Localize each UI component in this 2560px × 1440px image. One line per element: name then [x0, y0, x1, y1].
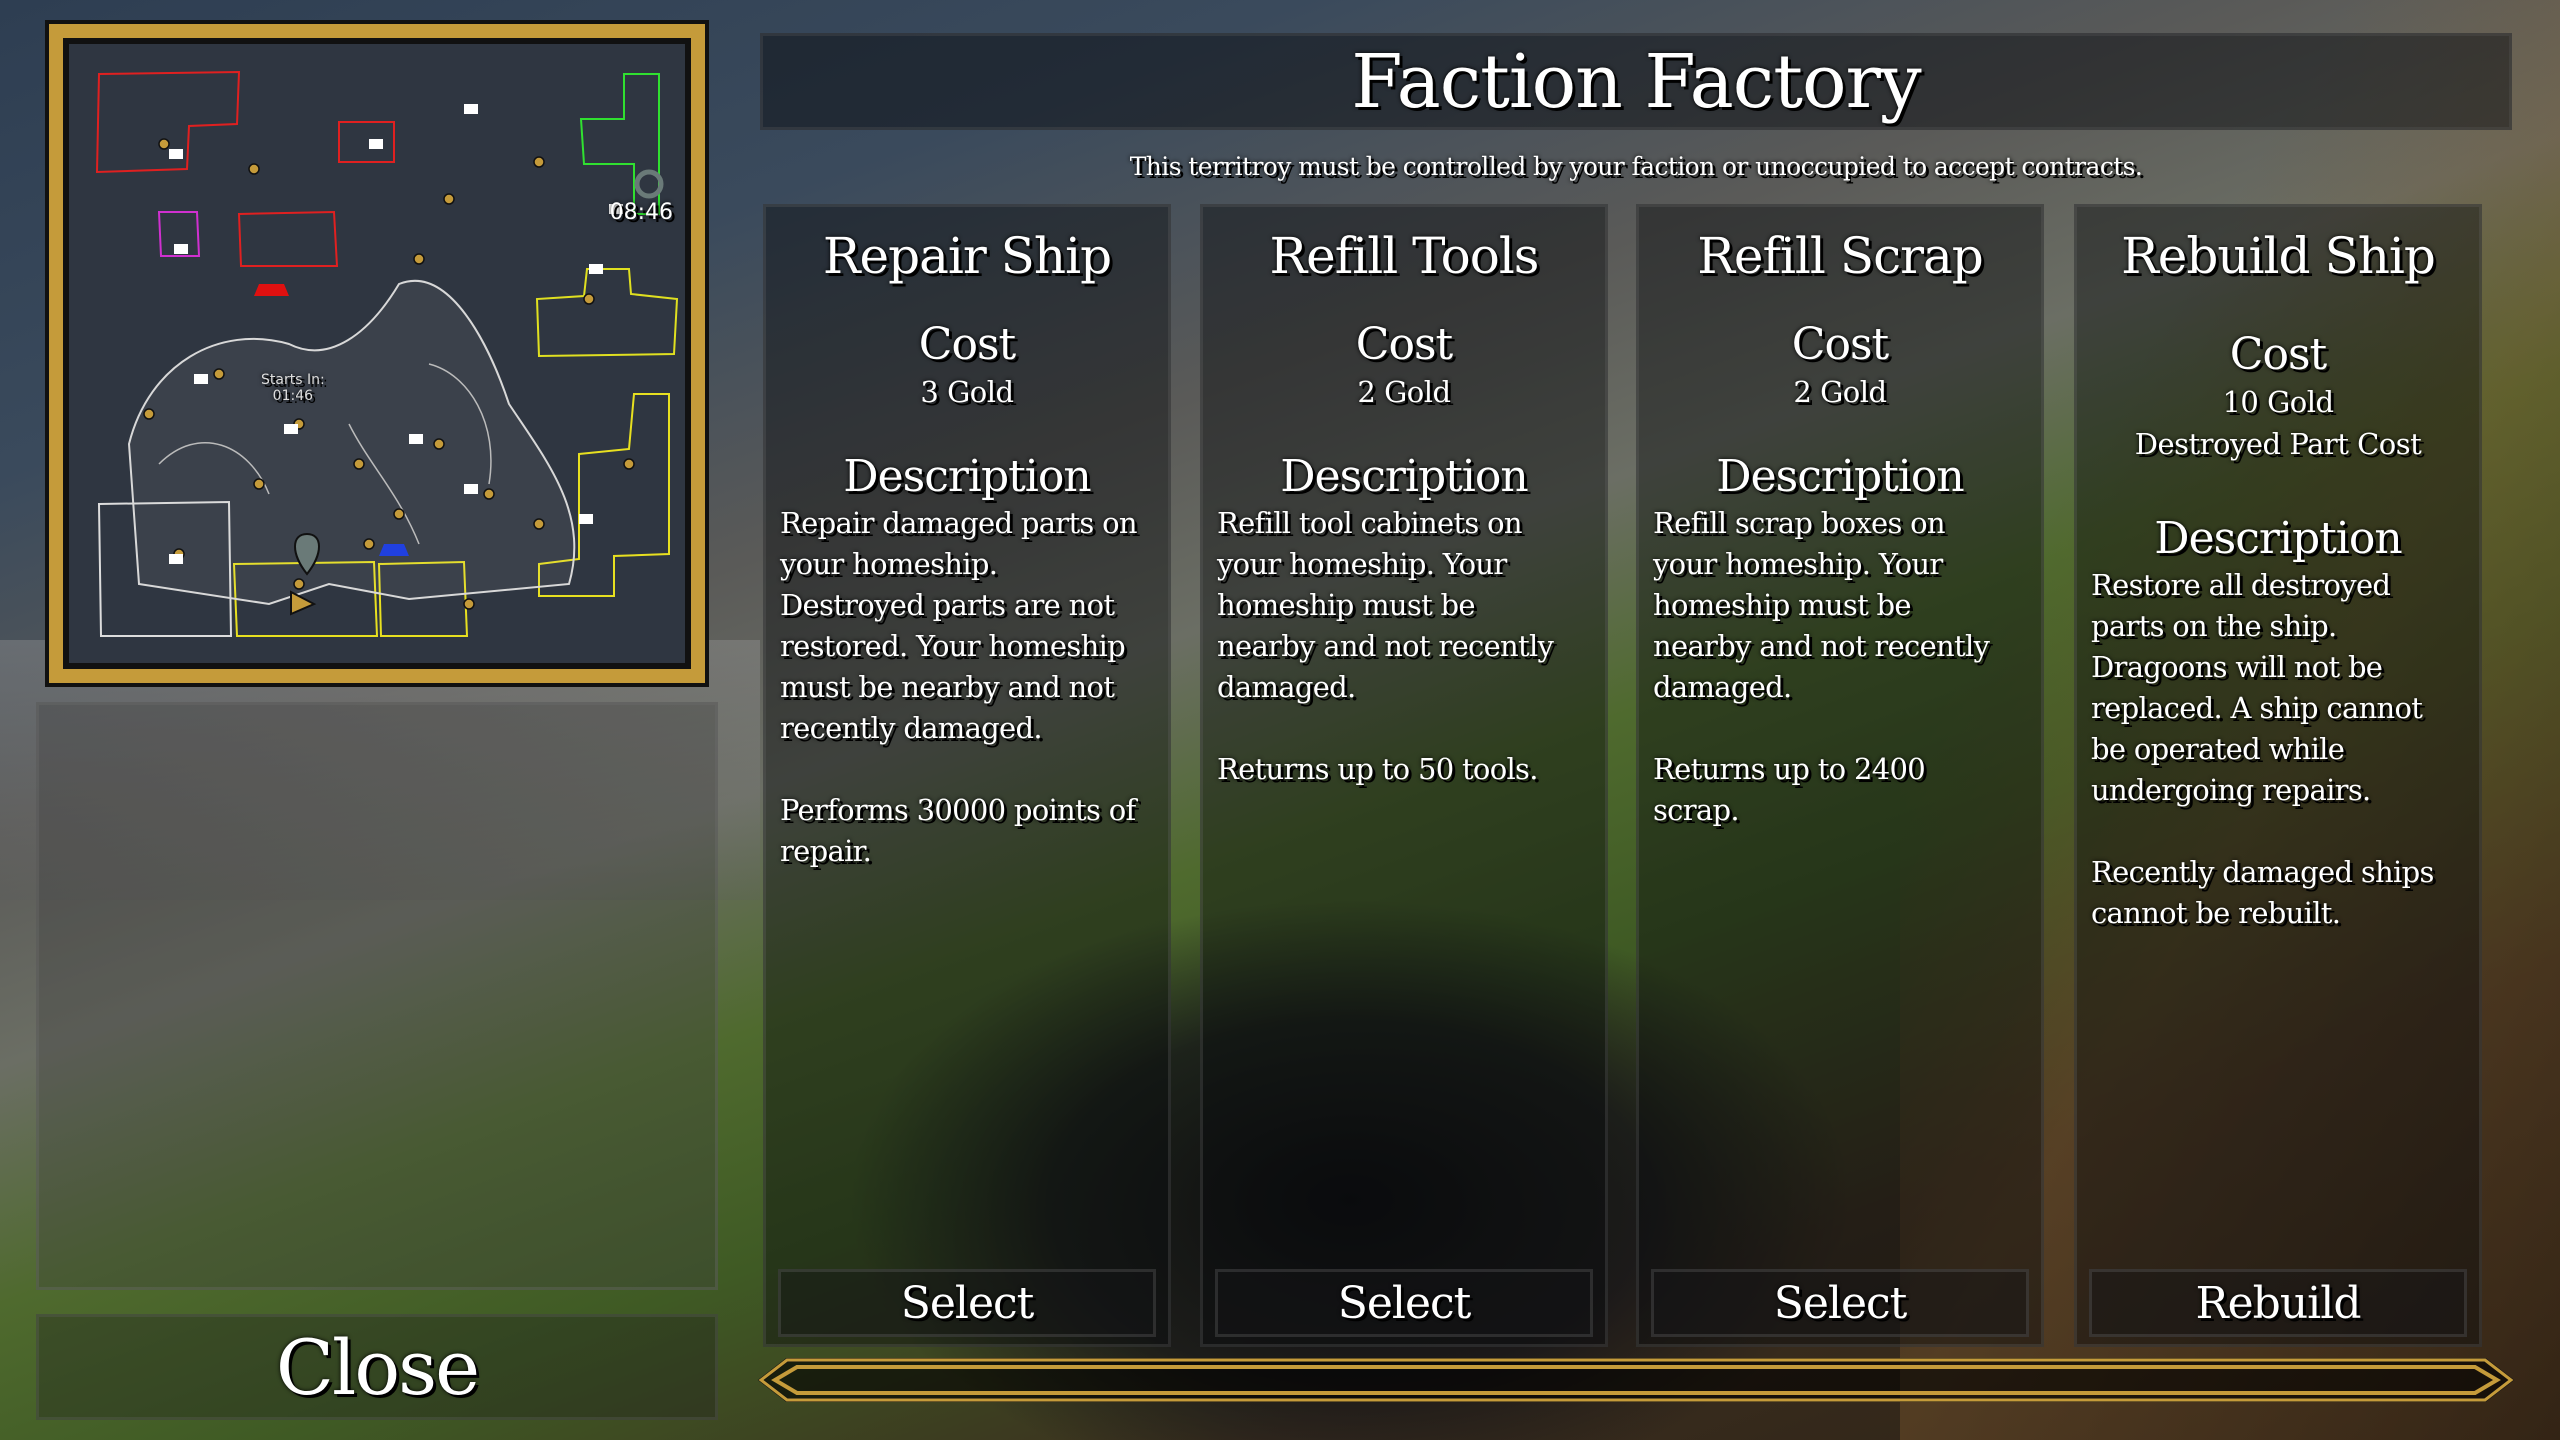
text-line: must be nearby and not — [780, 670, 1115, 704]
description-paragraph: Refill scrap boxes on your homeship. You… — [1653, 503, 2041, 708]
description-label: Description — [843, 451, 1091, 502]
text-line: nearby and not recently — [1217, 629, 1554, 663]
left-info-panel — [36, 702, 718, 1290]
cost-label: Cost — [2229, 329, 2327, 380]
text-line: damaged. — [1653, 670, 1792, 704]
description-label: Description — [2154, 513, 2402, 564]
contract-description: Description Repair damaged parts on your… — [766, 451, 1168, 913]
cost-label: Cost — [1791, 319, 1889, 370]
decorative-gold-bar — [757, 1358, 2515, 1402]
contract-card-refill-scrap: Refill Scrap Cost 2 Gold Description Ref… — [1636, 204, 2044, 1347]
event-timer: 01:46 — [272, 388, 314, 404]
description-paragraph: Performs 30000 points of repair. — [780, 790, 1168, 872]
cost-value: 3 Gold — [920, 375, 1014, 409]
contract-title: Rebuild Ship — [2121, 227, 2436, 285]
contract-cost: Cost 10 Gold Destroyed Part Cost — [2077, 329, 2479, 465]
contract-card-rebuild-ship: Rebuild Ship Cost 10 Gold Destroyed Part… — [2074, 204, 2482, 1347]
text-line: homeship must be — [1653, 588, 1912, 622]
cost-value: 10 Gold — [2222, 385, 2334, 419]
text-line: undergoing repairs. — [2091, 773, 2371, 807]
minimap-clock: 08:46 — [609, 200, 673, 225]
text-line: Refill scrap boxes on — [1653, 506, 1946, 540]
cost-value-extra: Destroyed Part Cost — [2134, 427, 2422, 461]
contract-cost: Cost 3 Gold — [766, 319, 1168, 413]
description-paragraph: Restore all destroyed parts on the ship.… — [2091, 565, 2479, 811]
contract-title: Refill Scrap — [1697, 227, 1984, 285]
text-line: Destroyed parts are not — [780, 588, 1115, 622]
text-line: Refill tool cabinets on — [1217, 506, 1523, 540]
text-line: Returns up to 2400 — [1653, 752, 1926, 786]
contract-title: Refill Tools — [1269, 227, 1540, 285]
minimap-event-countdown: Starts In: 01:46 — [261, 372, 325, 404]
text-line: Recently damaged ships — [2091, 855, 2434, 889]
cost-value: 2 Gold — [1793, 375, 1887, 409]
text-line: be operated while — [2091, 732, 2345, 766]
select-refill-scrap-button[interactable]: Select — [1651, 1269, 2029, 1337]
text-line: repair. — [780, 834, 872, 868]
territory-notice: This territroy must be controlled by you… — [1129, 152, 2143, 181]
background-cloud — [0, 640, 760, 900]
contract-cost: Cost 2 Gold — [1203, 319, 1605, 413]
text-line: restored. Your homeship — [780, 629, 1126, 663]
description-label: Description — [1716, 451, 1964, 502]
text-line: scrap. — [1653, 793, 1740, 827]
description-paragraph: Returns up to 2400 scrap. — [1653, 749, 2041, 831]
text-line: Performs 30000 points of — [780, 793, 1136, 827]
text-line: damaged. — [1217, 670, 1356, 704]
cost-label: Cost — [918, 319, 1016, 370]
description-paragraph: Recently damaged ships cannot be rebuilt… — [2091, 852, 2479, 934]
contract-description: Description Refill scrap boxes on your h… — [1639, 451, 2041, 872]
cost-value: 2 Gold — [1357, 375, 1451, 409]
text-line: homeship must be — [1217, 588, 1476, 622]
select-repair-ship-button[interactable]: Select — [778, 1269, 1156, 1337]
text-line: parts on the ship. — [2091, 609, 2337, 643]
text-line: Returns up to 50 tools. — [1217, 752, 1538, 786]
text-line: recently damaged. — [780, 711, 1043, 745]
text-line: your homeship. — [780, 547, 998, 581]
contract-description: Description Refill tool cabinets on your… — [1203, 451, 1605, 831]
contract-card-refill-tools: Refill Tools Cost 2 Gold Description Ref… — [1200, 204, 1608, 1347]
cost-label: Cost — [1355, 319, 1453, 370]
contract-description: Description Restore all destroyed parts … — [2077, 513, 2479, 975]
text-line: your homeship. Your — [1653, 547, 1943, 581]
description-paragraph: Repair damaged parts on your homeship. D… — [780, 503, 1168, 749]
close-button[interactable]: Close — [36, 1314, 718, 1420]
page-title: Faction Factory — [760, 33, 2512, 130]
background-wood-beam — [1900, 0, 2560, 1440]
text-line: Restore all destroyed — [2091, 568, 2391, 602]
contract-card-repair-ship: Repair Ship Cost 3 Gold Description Repa… — [763, 204, 1171, 1347]
text-line: cannot be rebuilt. — [2091, 896, 2341, 930]
contract-title: Repair Ship — [822, 227, 1112, 285]
contract-cost: Cost 2 Gold — [1639, 319, 2041, 413]
rebuild-ship-button[interactable]: Rebuild — [2089, 1269, 2467, 1337]
select-refill-tools-button[interactable]: Select — [1215, 1269, 1593, 1337]
text-line: nearby and not recently — [1653, 629, 1990, 663]
text-line: replaced. A ship cannot — [2091, 691, 2423, 725]
event-label: Starts In: — [261, 372, 325, 388]
description-paragraph: Returns up to 50 tools. — [1217, 749, 1605, 790]
text-line: Dragoons will not be — [2091, 650, 2383, 684]
description-label: Description — [1280, 451, 1528, 502]
description-paragraph: Refill tool cabinets on your homeship. Y… — [1217, 503, 1605, 708]
text-line: your homeship. Your — [1217, 547, 1507, 581]
text-line: Repair damaged parts on — [780, 506, 1138, 540]
minimap[interactable]: 08:46 Starts In: 01:46 — [45, 20, 709, 687]
